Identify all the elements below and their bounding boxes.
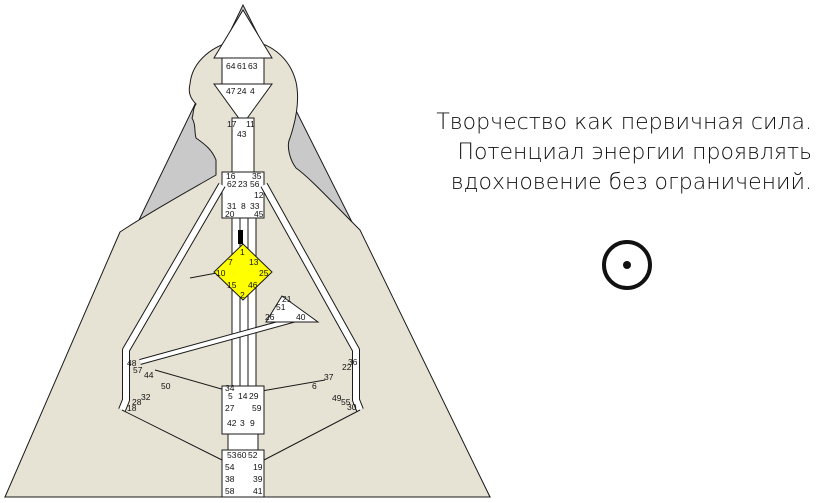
gate-42: 42 bbox=[227, 418, 237, 428]
gate-63: 63 bbox=[248, 61, 258, 71]
gate-8: 8 bbox=[241, 201, 246, 211]
gate-12: 12 bbox=[254, 190, 264, 200]
gate-18: 18 bbox=[127, 403, 137, 413]
gate-50: 50 bbox=[161, 381, 171, 391]
gate-54: 54 bbox=[225, 462, 235, 472]
channel-sacral-root bbox=[227, 433, 259, 451]
gate-10: 10 bbox=[216, 268, 226, 278]
sacral-center bbox=[221, 385, 265, 435]
gate-5: 5 bbox=[228, 391, 233, 401]
gate-22: 22 bbox=[342, 362, 352, 372]
gate-60: 60 bbox=[237, 450, 247, 460]
gate-56: 56 bbox=[250, 179, 260, 189]
gate-24: 24 bbox=[237, 86, 247, 96]
gate-6: 6 bbox=[312, 381, 317, 391]
gate-19: 19 bbox=[253, 462, 263, 472]
gate-29: 29 bbox=[249, 391, 259, 401]
gate-7: 7 bbox=[228, 257, 233, 267]
gate-64: 64 bbox=[226, 61, 236, 71]
gate-39: 39 bbox=[253, 474, 263, 484]
gate-14: 14 bbox=[238, 391, 248, 401]
gate-36: 36 bbox=[348, 357, 358, 367]
gate-57: 57 bbox=[133, 365, 143, 375]
gate-4: 4 bbox=[250, 86, 255, 96]
gate-21: 21 bbox=[282, 294, 292, 304]
gate-53: 53 bbox=[227, 450, 237, 460]
gate-61: 61 bbox=[237, 61, 247, 71]
g-center bbox=[213, 243, 273, 301]
channel-head-ajna bbox=[221, 57, 265, 85]
caption-line-2: Потенциал энергии проявлять bbox=[457, 140, 812, 165]
bodygraph-diagram: 64 61 63 47 24 4 17 11 43 62 23 56 8 35 … bbox=[4, 3, 491, 498]
gate-2: 2 bbox=[240, 290, 245, 300]
gate-45: 45 bbox=[254, 209, 264, 219]
gate-49: 49 bbox=[332, 393, 342, 403]
gate-1: 1 bbox=[240, 247, 245, 257]
head-center bbox=[213, 9, 273, 59]
caption-line-1: Творчество как первичная сила. bbox=[436, 110, 812, 135]
caption-line-3: вдохновение без ограничений. bbox=[450, 170, 812, 195]
gate-30: 30 bbox=[347, 402, 357, 412]
gate-52: 52 bbox=[248, 450, 258, 460]
gate-11: 11 bbox=[246, 119, 255, 129]
gate-15: 15 bbox=[227, 280, 237, 290]
caption-text: Творчество как первичная сила. Потенциал… bbox=[400, 108, 812, 198]
gate-20: 20 bbox=[225, 209, 235, 219]
gate-47: 47 bbox=[226, 86, 236, 96]
gate-46: 46 bbox=[248, 280, 258, 290]
gate-27: 27 bbox=[225, 403, 235, 413]
gate-31: 31 bbox=[227, 201, 237, 211]
leg-right bbox=[263, 409, 361, 461]
sun-symbol-icon bbox=[602, 240, 652, 290]
heart-center bbox=[265, 295, 320, 323]
gate-33: 33 bbox=[250, 201, 260, 211]
gate-38: 38 bbox=[225, 474, 235, 484]
gate-59: 59 bbox=[252, 403, 262, 413]
gate-62: 62 bbox=[227, 179, 237, 189]
gate-9: 9 bbox=[250, 418, 255, 428]
gate-35: 35 bbox=[252, 171, 262, 181]
gate-48: 48 bbox=[127, 358, 137, 368]
gate-23: 23 bbox=[238, 179, 248, 189]
gate-43: 43 bbox=[237, 129, 247, 139]
gate-28: 28 bbox=[132, 397, 142, 407]
gate-17: 17 bbox=[227, 119, 237, 129]
channel-throat-sacral bbox=[231, 217, 257, 387]
gate-37: 37 bbox=[324, 372, 334, 382]
gate-26: 26 bbox=[265, 312, 275, 322]
gate-13: 13 bbox=[249, 257, 259, 267]
gate-55: 55 bbox=[341, 397, 351, 407]
gate-16: 16 bbox=[226, 171, 236, 181]
activation-marker bbox=[238, 230, 243, 244]
gate-32: 32 bbox=[141, 392, 151, 402]
gate-25: 25 bbox=[259, 268, 269, 278]
gate-3: 3 bbox=[240, 418, 245, 428]
gate-58: 58 bbox=[225, 486, 235, 496]
gate-51: 51 bbox=[276, 302, 286, 312]
gate-34: 34 bbox=[225, 383, 235, 393]
gate-40: 40 bbox=[296, 312, 306, 322]
gate-41: 41 bbox=[253, 486, 263, 496]
leg-left bbox=[121, 409, 223, 461]
gate-44: 44 bbox=[144, 370, 154, 380]
root-center bbox=[221, 449, 265, 498]
